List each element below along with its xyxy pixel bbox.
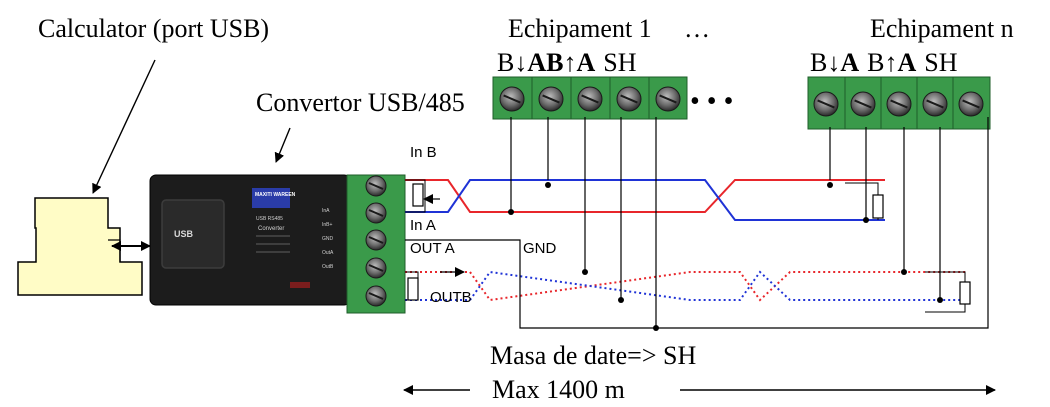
junction-dots [508, 182, 943, 331]
device-pin-label: InA [322, 208, 330, 214]
equipment-n-terminal-block [807, 76, 991, 130]
terminal-screw-icon [499, 86, 525, 112]
wiring [405, 117, 989, 329]
more-devices-dots: • • • [690, 86, 733, 117]
equipment-n-title: Echipament n [870, 14, 1014, 43]
terminal-screw-icon [365, 202, 387, 224]
arrow-up-icon: ↑ [884, 48, 897, 77]
convertor-label: Convertor USB/485 [256, 88, 465, 117]
device-pin-label: InB+ [322, 222, 333, 228]
terminal-screw-icon [886, 91, 912, 117]
terminal-screw-icon [616, 86, 642, 112]
resistor-icon [407, 277, 419, 301]
gnd-label: GND [523, 240, 557, 257]
blue-dotted-wire [405, 270, 968, 301]
terminal-screw-icon [365, 285, 387, 307]
pin-a-label: A [840, 48, 859, 77]
terminal-screw-icon [577, 86, 603, 112]
terminal-screw-icon [365, 229, 387, 251]
device-pin-label: OutA [322, 250, 334, 256]
ellipsis-label: … [684, 14, 710, 43]
arrow-up-icon: ↑ [563, 48, 576, 77]
device-pin-label: OutB [322, 264, 334, 270]
out-a-label: OUT A [410, 240, 455, 257]
device-brand-label: MAXITI WAREEN [255, 192, 296, 198]
convertor-pointer-arrow [274, 127, 291, 163]
pin-sh-label: SH [603, 48, 636, 77]
resistor-icon [412, 183, 424, 207]
device-title-label: USB RS485 [256, 216, 283, 222]
terminal-screw-icon [365, 175, 387, 197]
pin-b-label: B [497, 48, 514, 77]
terminal-screw-icon [922, 91, 948, 117]
device-usb-label: USB [174, 229, 194, 239]
terminal-screw-icon [365, 257, 387, 279]
equipment-1-pin-labels: B↓AB↑A SH [497, 48, 637, 77]
arrow-down-icon: ↓ [827, 48, 840, 77]
outb-label: OUTB [430, 289, 472, 306]
red-wire-a [405, 179, 885, 213]
pin-a-label: A [576, 48, 595, 77]
in-a-label: In A [410, 217, 436, 234]
terminal-screw-icon [850, 91, 876, 117]
terminal-screw-icon [655, 86, 681, 112]
pin-sh-label: SH [924, 48, 957, 77]
max-length-label: Max 1400 m [492, 375, 625, 404]
blue-wire-b [405, 179, 885, 221]
pin-a-label: A [897, 48, 916, 77]
terminal-screw-icon [958, 91, 984, 117]
equipment-1-title: Echipament 1 [508, 14, 652, 43]
device-pin-label: GND [322, 236, 334, 242]
in-b-label: In B [410, 144, 437, 161]
terminal-screw-icon [538, 86, 564, 112]
data-ground-label: Masa de date=> SH [490, 341, 696, 370]
calculator-pointer-arrow [92, 59, 156, 194]
resistor-icon [959, 281, 971, 305]
pin-b-label: B [867, 48, 884, 77]
pin-ab-label: AB [527, 48, 563, 77]
arrow-down-icon: ↓ [514, 48, 527, 77]
pin-b-label: B [810, 48, 827, 77]
terminal-screw-icon [813, 91, 839, 117]
equipment-1-terminal-block [492, 76, 688, 120]
device-sub-label: Converter [258, 226, 284, 232]
calculator-label: Calculator (port USB) [38, 14, 269, 43]
red-dotted-wire [405, 271, 968, 302]
converter-terminal-block [346, 174, 406, 314]
usb-rs485-converter: USB MAXITI WAREEN USB RS485 Converter In… [149, 174, 351, 306]
computer-icon [17, 197, 143, 296]
resistor-icon [872, 194, 884, 219]
